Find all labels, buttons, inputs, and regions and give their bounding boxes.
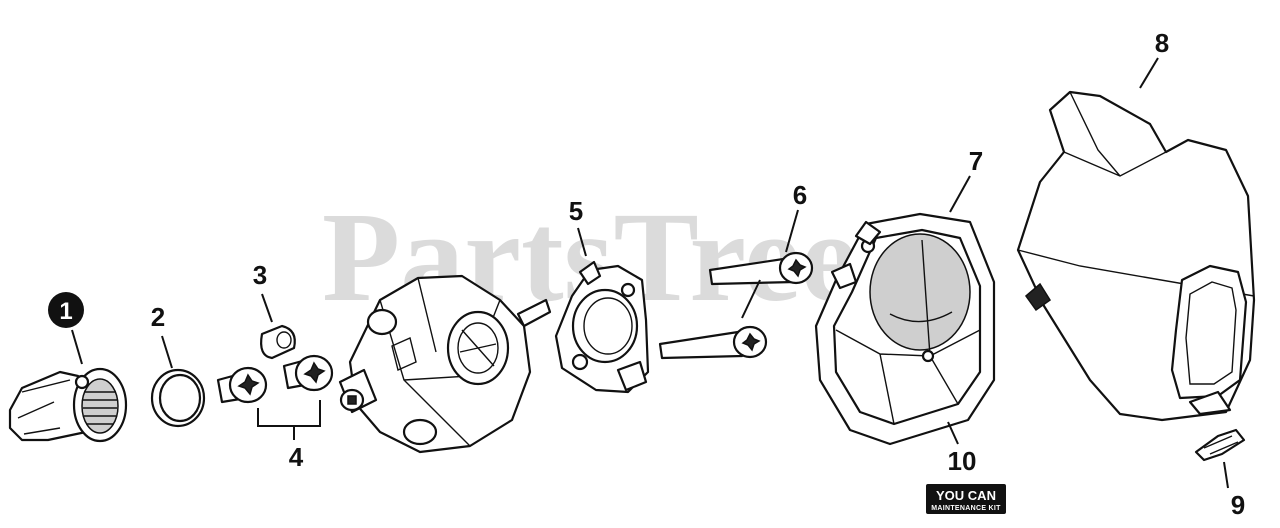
callout-6: 6 — [793, 180, 807, 210]
callout-10: 10 — [948, 446, 977, 476]
callout-8: 8 — [1155, 28, 1169, 58]
part-1-intake-elbow[interactable] — [8, 367, 128, 443]
part-9-latch[interactable] — [1194, 428, 1246, 462]
callout-2: 2 — [151, 302, 165, 332]
part-6-long-screws[interactable] — [658, 251, 814, 360]
part-8-filter-cover[interactable] — [1016, 90, 1256, 422]
part-5-flange[interactable] — [554, 260, 650, 394]
callout-4: 4 — [289, 442, 304, 472]
callout-9: 9 — [1231, 490, 1245, 520]
leader-lines — [71, 57, 1229, 489]
carburetor[interactable] — [338, 274, 552, 454]
svg-text:1: 1 — [59, 298, 72, 325]
callout-5: 5 — [569, 196, 583, 226]
part-2-o-ring[interactable] — [150, 368, 206, 428]
callout-7: 7 — [969, 146, 983, 176]
maintenance-kit-badge: YOU CAN MAINTENANCE KIT — [926, 484, 1006, 514]
badge-line2: MAINTENANCE KIT — [931, 505, 1001, 512]
part-3-clip[interactable] — [260, 324, 296, 360]
badge-line1: YOU CAN — [936, 488, 996, 503]
callout-1: 1 — [48, 292, 84, 328]
part-7-air-filter[interactable] — [814, 212, 996, 446]
callout-3: 3 — [253, 260, 267, 290]
part-4-torx-screws[interactable] — [216, 354, 334, 404]
